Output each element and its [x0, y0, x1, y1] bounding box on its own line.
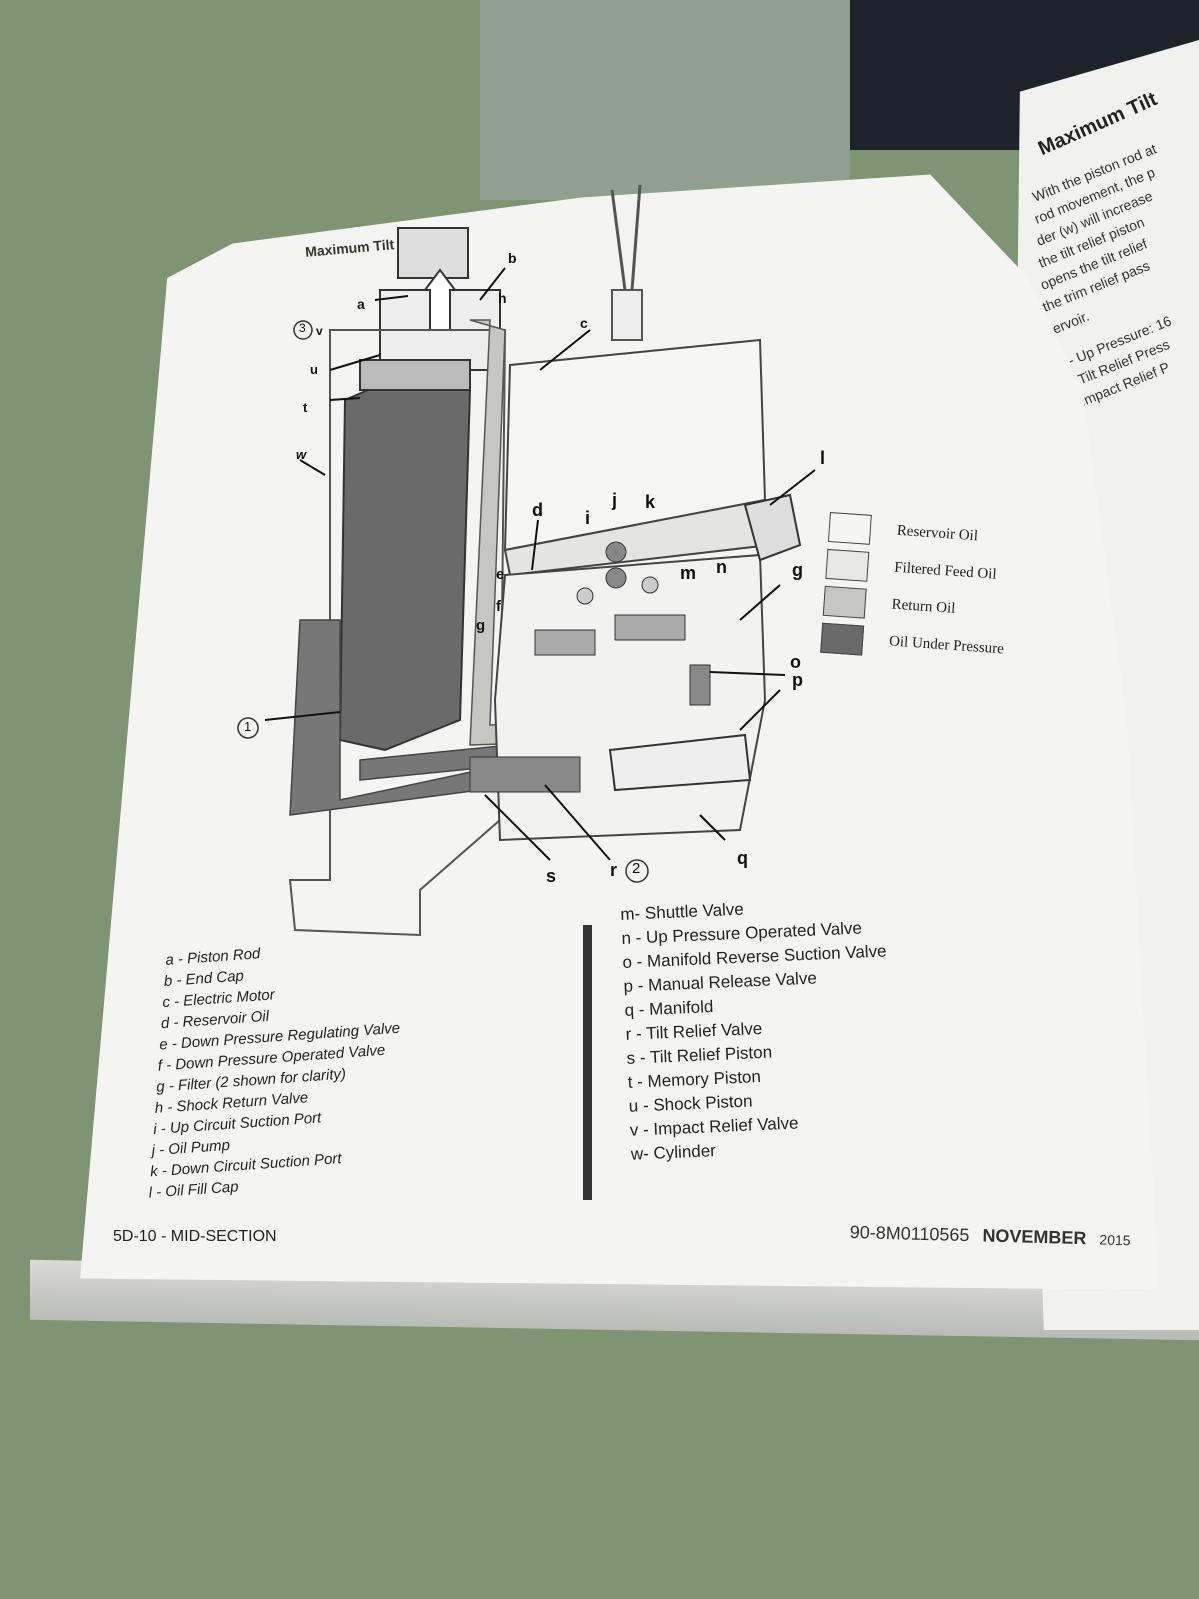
- piston-arrow-shape: [423, 268, 457, 331]
- label-m: m: [680, 563, 697, 583]
- label-w: w: [296, 447, 307, 462]
- footer-year: 2015: [1099, 1231, 1131, 1249]
- label-j: j: [612, 490, 618, 510]
- manifold-shape: [493, 553, 767, 842]
- tilt-relief-valve-shape: [469, 756, 581, 793]
- end-cap-shape: [397, 227, 469, 279]
- label-t: t: [303, 400, 308, 415]
- parts-list-right: m- Shuttle Valve n - Up Pressure Operate…: [620, 893, 896, 1168]
- label-v: v: [316, 324, 323, 338]
- motor-connector: [611, 289, 643, 341]
- leader-arrows: [264, 267, 816, 861]
- footer-section: 5D-10 - MID-SECTION: [113, 1228, 277, 1245]
- cylinder-outline: [288, 329, 507, 937]
- down-pressure-valve-shape: [534, 629, 596, 656]
- label-i: i: [585, 508, 591, 528]
- callout-circle-3: [293, 320, 313, 340]
- label-l: l: [820, 448, 826, 468]
- memory-piston-shape: [359, 359, 471, 391]
- list-divider: [583, 925, 592, 1200]
- label-r: r: [610, 860, 618, 880]
- oil-fill-cap-shape: [743, 493, 802, 562]
- oil-pump-gear-bottom: [605, 567, 627, 589]
- label-h: h: [498, 290, 507, 306]
- label-b: b: [508, 250, 517, 266]
- manual-release-valve-shape: [608, 733, 752, 792]
- label-u: u: [310, 362, 318, 377]
- callout-3-number: 3: [299, 321, 306, 335]
- parts-list-left: a - Piston Rod b - End Cap c - Electric …: [120, 936, 411, 1207]
- label-p: p: [792, 670, 803, 690]
- pressure-chamber: [338, 389, 472, 752]
- label-d: d: [532, 500, 543, 520]
- oil-pump-gear-top: [605, 541, 627, 563]
- legend-swatch: [820, 622, 865, 656]
- motor-wires: [610, 184, 642, 291]
- label-f: f: [496, 598, 501, 615]
- shuttle-valve-shape: [614, 614, 686, 641]
- callout-1-number: 1: [244, 719, 252, 734]
- footer-date: NOVEMBER: [982, 1225, 1087, 1249]
- legend-swatch: [827, 512, 872, 545]
- legend-swatch: [822, 585, 867, 619]
- label-g-left: g: [476, 617, 486, 634]
- label-n: n: [716, 557, 727, 577]
- reverse-suction-valve-shape: [689, 664, 711, 706]
- label-k: k: [645, 492, 656, 512]
- callout-circle-2: [625, 859, 649, 883]
- callout-circle-1: [237, 717, 259, 739]
- label-s: s: [546, 866, 557, 886]
- label-q: q: [737, 848, 748, 868]
- label-c: c: [580, 315, 588, 331]
- up-suction-port: [576, 587, 594, 605]
- footer-doc-number: 90-8M0110565: [849, 1222, 970, 1246]
- down-suction-port: [641, 576, 659, 594]
- label-o: o: [790, 652, 801, 672]
- label-e: e: [496, 566, 505, 583]
- callout-2-number: 2: [632, 860, 641, 877]
- label-g-right: g: [792, 560, 803, 580]
- label-a: a: [357, 296, 365, 312]
- background-pane: [480, 0, 850, 200]
- legend-swatch: [825, 548, 870, 582]
